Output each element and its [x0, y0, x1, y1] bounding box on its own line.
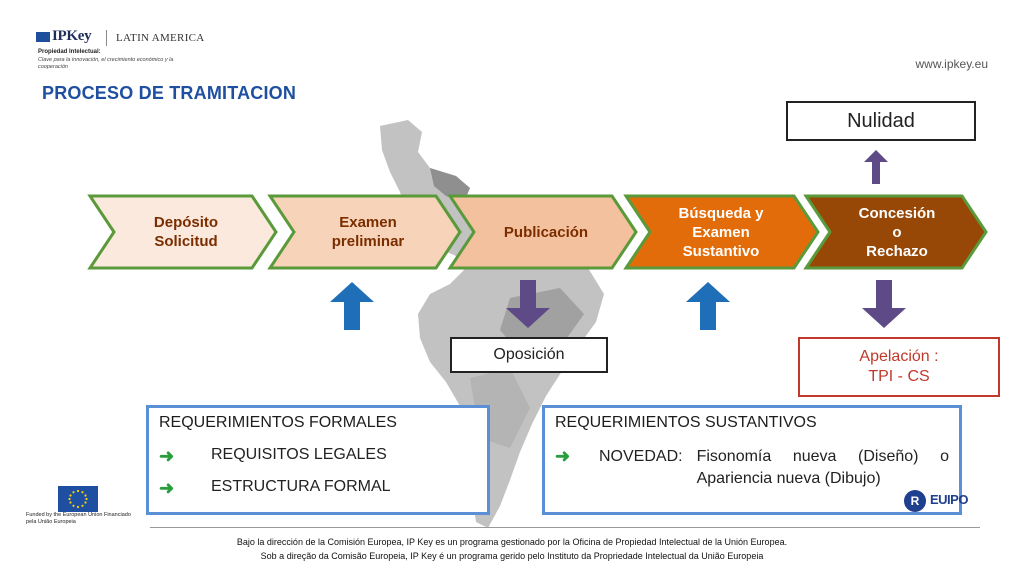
right-arrow-icon: ➜ [159, 446, 175, 466]
euipo-mark-icon: R [904, 490, 926, 512]
requerimientos-sustantivos: REQUERIMIENTOS SUSTANTIVOS ➜ NOVEDAD: Fi… [542, 405, 962, 515]
ipkey-logo: IPKey LATIN AMERICA Propiedad Intelectua… [36, 28, 236, 74]
footer-text-pt: Sob a direção da Comisão Europeia, IP Ke… [260, 551, 764, 561]
logo-subtitle: Propiedad Intelectual: [38, 49, 101, 55]
eu-funding-text: Funded by the European Union Financiado … [26, 512, 131, 525]
novedad-text: Fisonomía nueva (Diseño) o Apariencia nu… [696, 448, 949, 487]
novedad-label: NOVEDAD: [599, 448, 683, 465]
arrow-up-icon [864, 150, 888, 184]
step-3-shape [447, 194, 638, 270]
logo-separator [106, 30, 107, 46]
apelacion-box: Apelación : TPI - CS [798, 337, 1000, 397]
oposicion-box: Oposición [450, 337, 608, 373]
right-arrow-icon: ➜ [555, 446, 571, 466]
apelacion-line-1: Apelación : [859, 348, 939, 365]
step-2-shape [267, 194, 462, 270]
footer-divider [150, 527, 980, 528]
euipo-logo: R EUIPO [904, 490, 994, 514]
footer-text-es: Bajo la dirección de la Comisión Europea… [236, 537, 788, 547]
requerimientos-formales: REQUERIMIENTOS FORMALES ➜ REQUISITOS LEG… [146, 405, 490, 515]
step-2-line-1: Examen [339, 214, 397, 231]
website-link[interactable]: www.ipkey.eu [915, 57, 988, 71]
req-formales-item-2: ESTRUCTURA FORMAL [211, 478, 391, 495]
arrow-down-icon [862, 280, 906, 328]
arrow-up-icon [330, 282, 374, 330]
req-sustantivos-title: REQUERIMIENTOS SUSTANTIVOS [555, 414, 817, 431]
logo-word: IPKey [52, 28, 92, 44]
step-2-line-2: preliminar [331, 233, 405, 250]
step-4-line-3: Sustantivo [682, 242, 760, 260]
logo-tagline: Clave para la innovación, el crecimiento… [38, 57, 174, 70]
nulidad-box: Nulidad [786, 101, 976, 141]
ipkey-logo-mark-icon [36, 32, 50, 42]
step-5-shape [803, 194, 988, 270]
step-4-line-1: Búsqueda y [678, 204, 764, 222]
eu-flag-icon [58, 486, 98, 512]
logo-region: LATIN AMERICA [116, 32, 205, 44]
step-publicacion: Publicación [476, 196, 616, 268]
apelacion-line-2: TPI - CS [868, 368, 930, 385]
euipo-wordmark: EUIPO [930, 492, 968, 507]
list-item: ➜ REQUISITOS LEGALES [159, 446, 387, 467]
page-title: PROCESO DE TRAMITACION [42, 83, 297, 103]
list-item: ➜ ESTRUCTURA FORMAL [159, 478, 391, 499]
step-4-line-2: Examen [692, 223, 750, 241]
step-1-line-1: Depósito [153, 214, 219, 231]
step-5-line-3: Rechazo [866, 242, 928, 260]
step-1-shape [87, 194, 278, 270]
step-5-line-1: Concesión [858, 204, 936, 222]
req-formales-item-1: REQUISITOS LEGALES [211, 446, 387, 463]
step-examen-preliminar: Examen preliminar [296, 196, 440, 268]
step-3-line-1: Publicación [503, 223, 589, 241]
right-arrow-icon: ➜ [159, 478, 175, 498]
arrow-down-icon [506, 280, 550, 328]
step-5-line-2: o [892, 223, 902, 241]
list-item: ➜ NOVEDAD: Fisonomía nueva (Diseño) o Ap… [555, 446, 949, 490]
step-1-line-2: Solicitud [154, 233, 218, 250]
req-formales-title: REQUERIMIENTOS FORMALES [159, 414, 397, 431]
step-4-shape [623, 194, 820, 270]
arrow-up-icon [686, 282, 730, 330]
